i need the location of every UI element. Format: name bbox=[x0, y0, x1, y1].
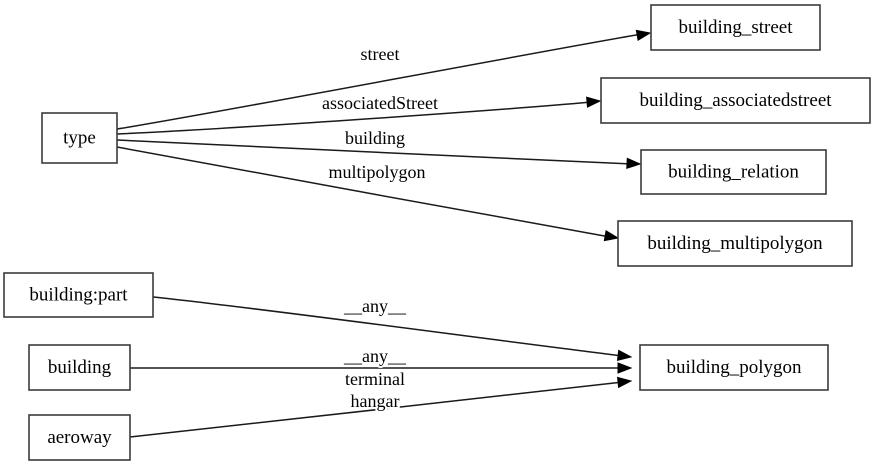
edge-line bbox=[129, 381, 624, 438]
edge-label-building-any: __any____any__ bbox=[341, 344, 409, 368]
edge-type-building bbox=[116, 139, 642, 170]
edge-label-halo: hangar bbox=[351, 391, 400, 411]
edge-label-buildingpart-any: __any____any__ bbox=[341, 294, 409, 318]
edge-label-halo: building bbox=[345, 128, 405, 148]
node-label: building_polygon bbox=[666, 357, 802, 378]
edge-line bbox=[152, 296, 624, 357]
node-building_multipolygon[interactable]: building_multipolygon bbox=[617, 220, 853, 267]
node-box[interactable] bbox=[41, 112, 118, 164]
edge-label-halo: terminal bbox=[345, 369, 405, 389]
arrowhead-icon bbox=[626, 157, 642, 170]
node-label: building_relation bbox=[668, 161, 799, 182]
edge-line bbox=[116, 139, 633, 165]
node-label: aeroway bbox=[47, 427, 112, 448]
edge-label-text: associatedStreet bbox=[322, 93, 438, 113]
node-box[interactable] bbox=[617, 220, 853, 267]
edges-layer bbox=[116, 29, 652, 438]
arrowhead-icon bbox=[617, 362, 633, 374]
node-box[interactable] bbox=[650, 4, 821, 51]
edge-label-halo: __any__ bbox=[343, 296, 407, 316]
node-type[interactable]: type bbox=[41, 112, 118, 164]
node-aeroway[interactable]: aeroway bbox=[28, 414, 131, 461]
edge-label-halo: multipolygon bbox=[328, 162, 425, 182]
edge-line bbox=[116, 33, 643, 130]
node-label: building:part bbox=[29, 284, 128, 305]
node-building_associatedstreet[interactable]: building_associatedstreet bbox=[600, 77, 871, 124]
arrowhead-icon bbox=[603, 230, 620, 242]
edge-label-text: terminal bbox=[345, 369, 405, 389]
node-building_street[interactable]: building_street bbox=[650, 4, 821, 51]
node-building_polygon[interactable]: building_polygon bbox=[639, 344, 829, 391]
node-box[interactable] bbox=[600, 77, 871, 124]
edge-building-any bbox=[130, 362, 633, 374]
arrowhead-icon bbox=[586, 96, 602, 108]
edge-type-multipolygon bbox=[116, 146, 620, 242]
node-box[interactable] bbox=[3, 272, 154, 318]
edge-label-text: __any__ bbox=[343, 346, 407, 366]
arrowhead-icon bbox=[635, 29, 652, 41]
nodes-layer: type building_street building_associatedst… bbox=[3, 4, 871, 461]
node-box[interactable] bbox=[28, 344, 131, 391]
arrowhead-icon bbox=[616, 376, 633, 389]
edge-label-text: hangar bbox=[351, 391, 400, 411]
node-label: type bbox=[63, 127, 96, 148]
edge-label-halo: __any__ bbox=[343, 346, 407, 366]
edge-type-associatedstreet bbox=[116, 96, 602, 135]
edge-label-text: multipolygon bbox=[328, 162, 425, 182]
node-label: building_associatedstreet bbox=[639, 90, 832, 111]
node-label: building bbox=[48, 357, 112, 378]
node-box[interactable] bbox=[640, 149, 827, 195]
node-box[interactable] bbox=[639, 344, 829, 391]
edge-buildingpart-any bbox=[152, 296, 633, 362]
edge-line bbox=[116, 146, 611, 238]
node-building_relation[interactable]: building_relation bbox=[640, 149, 827, 195]
node-building_part[interactable]: building:part bbox=[3, 272, 154, 318]
edge-aeroway-terminal-hangar bbox=[129, 376, 633, 438]
node-building[interactable]: building bbox=[28, 344, 131, 391]
edge-type-street bbox=[116, 29, 652, 130]
edge-label-text: street bbox=[361, 44, 400, 64]
edge-label-halo: associatedStreet bbox=[322, 93, 438, 113]
edge-line bbox=[116, 101, 593, 135]
node-label: building_multipolygon bbox=[647, 233, 823, 254]
edge-label-text: building bbox=[345, 128, 405, 148]
node-label: building_street bbox=[679, 17, 794, 38]
edge-label-text: __any__ bbox=[343, 296, 407, 316]
edge-label-halo: street bbox=[361, 44, 400, 64]
node-box[interactable] bbox=[28, 414, 131, 461]
arrowhead-icon bbox=[616, 349, 633, 362]
